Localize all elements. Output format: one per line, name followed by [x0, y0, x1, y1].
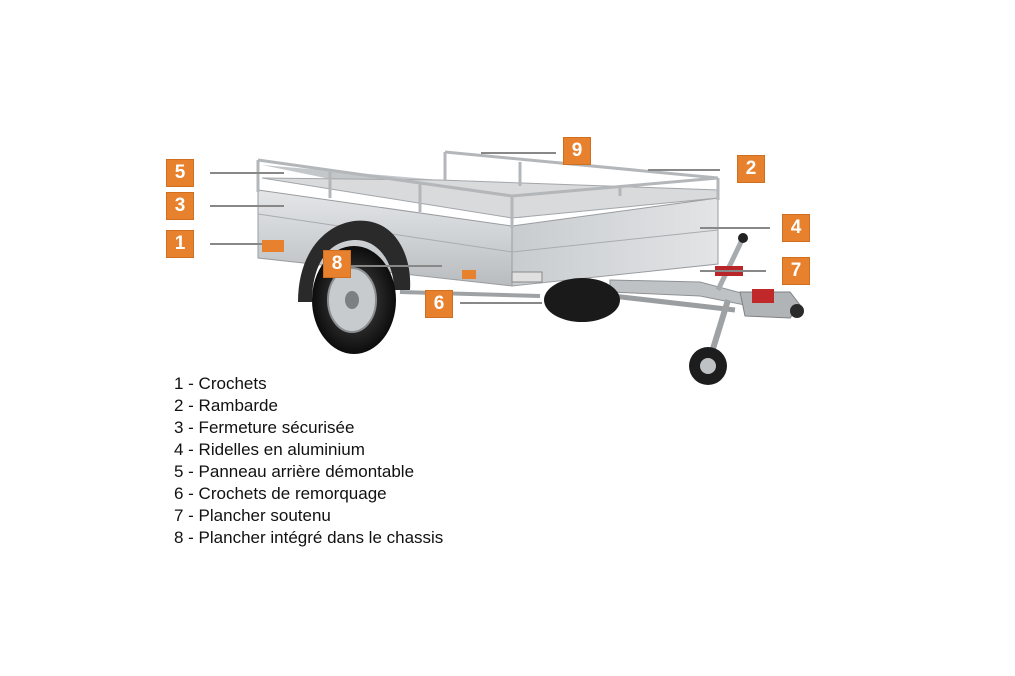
callout-badge-3: 3	[166, 192, 194, 220]
legend-item-3: 3 - Fermeture sécurisée	[174, 418, 355, 437]
mudguard	[298, 220, 411, 302]
front-panel	[511, 197, 719, 287]
legend-item-7: 7 - Plancher soutenu	[174, 506, 331, 525]
callout-badge-5: 5	[166, 159, 194, 187]
callout-badge-8: 8	[323, 250, 351, 278]
callout-badge-2: 2	[737, 155, 765, 183]
legend-item-8: 8 - Plancher intégré dans le chassis	[174, 528, 444, 547]
legend-item-2: 2 - Rambarde	[174, 396, 278, 415]
leader-lines	[210, 152, 770, 304]
hidden-wheel	[544, 278, 620, 322]
rails	[256, 150, 720, 228]
callout-badge-6: 6	[425, 290, 453, 318]
callout-badge-4: 4	[782, 214, 810, 242]
legend-item-1: 1 - Crochets	[174, 374, 267, 393]
legend-item-5: 5 - Panneau arrière démontable	[174, 462, 415, 481]
legend-item-4: 4 - Ridelles en aluminium	[174, 440, 365, 459]
legend-item-6: 6 - Crochets de remorquage	[174, 484, 387, 503]
callout-badge-9: 9	[563, 137, 591, 165]
callout-badge-1: 1	[166, 230, 194, 258]
callout-badge-7: 7	[782, 257, 810, 285]
legend-list: 1 - Crochets 2 - Rambarde 3 - Fermeture …	[174, 373, 443, 549]
